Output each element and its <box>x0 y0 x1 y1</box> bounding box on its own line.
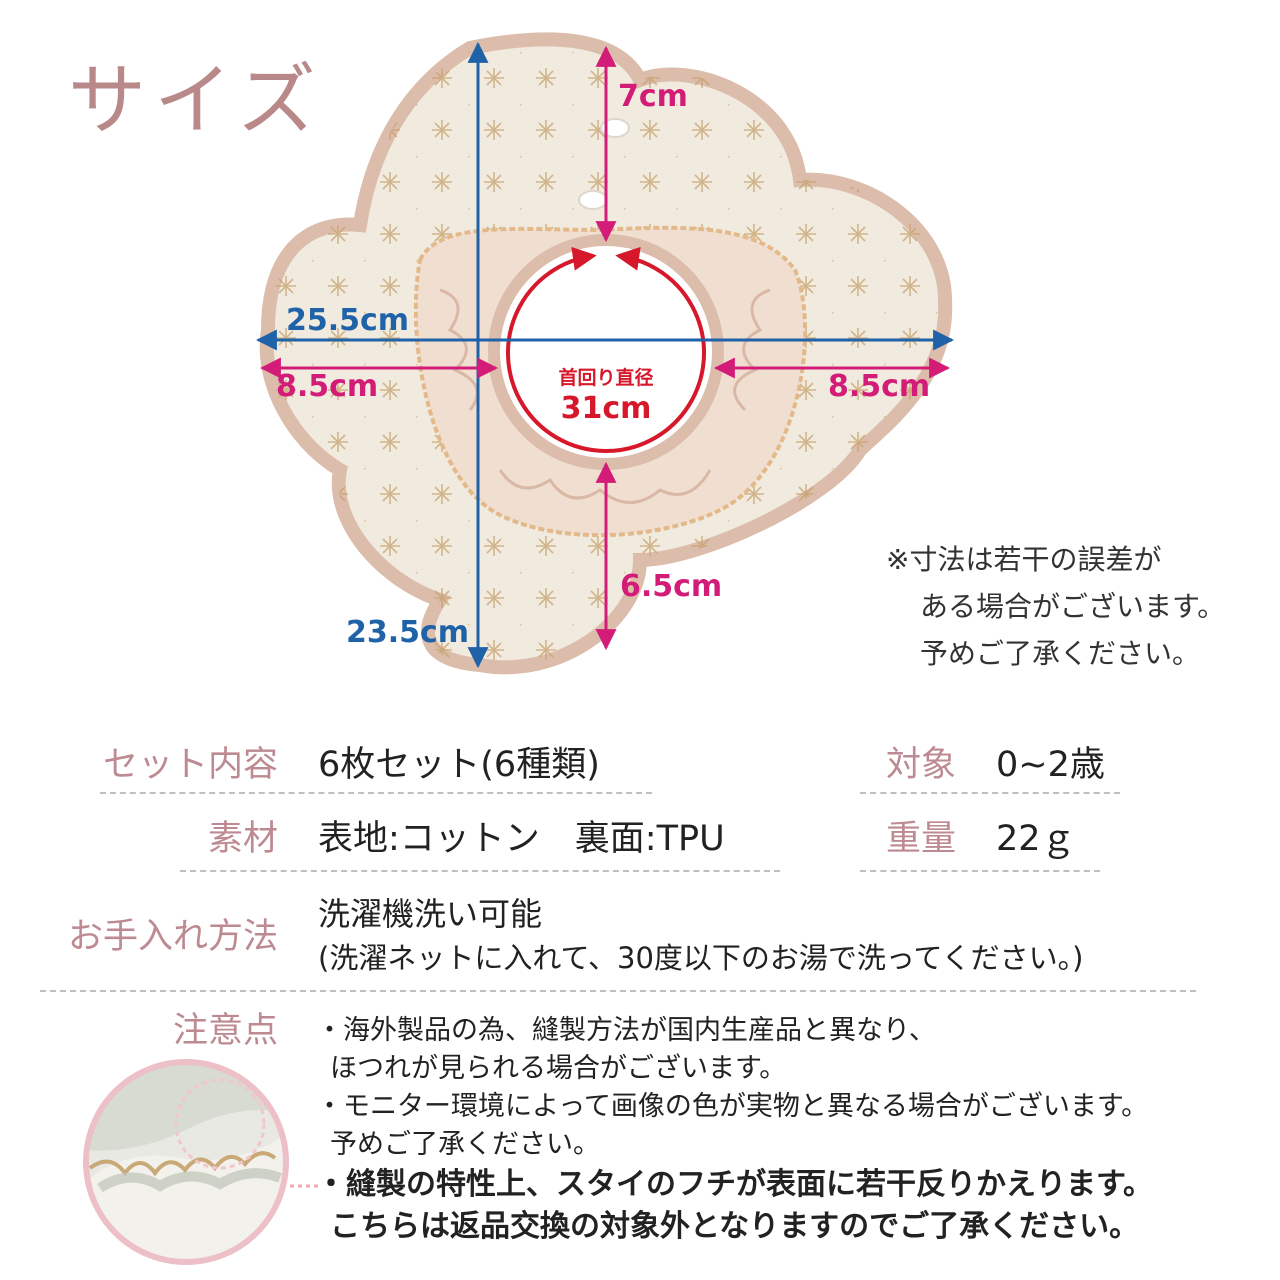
caution-item-3-line-2: こちらは返品交換の対象外となりますのでご了承ください。 <box>330 1209 1140 1244</box>
set-label: セット内容 <box>102 745 278 785</box>
divider <box>100 792 652 794</box>
tolerance-note: ※寸法は若干の誤差が ある場合がございます。 予めご了承ください。 <box>886 536 1225 677</box>
page-title: サイズ <box>68 56 324 146</box>
bottom-height-label: 6.5cm <box>620 569 723 604</box>
caution-item-1-line-1: ・海外製品の為、縫製方法が国内生産品と異なり、 <box>316 1015 936 1046</box>
note-line-1: ※寸法は若干の誤差が <box>886 543 1162 576</box>
target-label: 対象 <box>885 745 956 785</box>
left-edge-label: 8.5cm <box>276 369 379 404</box>
caution-item-1-line-2: ほつれが見られる場合がございます。 <box>330 1053 787 1084</box>
bib-diagram <box>255 32 955 675</box>
weight-value: 22ｇ <box>996 819 1076 859</box>
caution-item-3-line-1: ・縫製の特性上、スタイのフチが表面に若干反りかえります。 <box>316 1167 1153 1202</box>
caution-list: ・海外製品の為、縫製方法が国内生産品と異なり、 ほつれが見られる場合がございます… <box>316 1012 1153 1248</box>
top-height-label: 7cm <box>618 79 688 114</box>
note-line-2: ある場合がございます。 <box>920 590 1226 623</box>
ruffle-closeup-image <box>83 1059 320 1265</box>
note-line-3: 予めご了承ください。 <box>920 637 1201 670</box>
divider <box>860 792 1120 794</box>
neck-opening <box>488 234 724 470</box>
neck-arc <box>506 246 706 453</box>
material-label: 素材 <box>207 819 278 859</box>
neck-value: 31cm <box>560 391 652 426</box>
divider <box>40 990 1196 992</box>
total-height-label: 23.5cm <box>346 615 470 650</box>
neck-caption: 首回り直径 <box>558 367 654 389</box>
caution-item-2-line-1: ・モニター環境によって画像の色が実物と異なる場合がございます。 <box>316 1091 1149 1122</box>
care-label: お手入れ方法 <box>67 917 278 957</box>
weight-label: 重量 <box>885 819 956 859</box>
caution-label: 注意点 <box>172 1011 278 1051</box>
divider <box>180 870 780 872</box>
divider <box>860 870 1100 872</box>
care-value-main: 洗濯機洗い可能 <box>318 895 543 933</box>
material-value: 表地:コットン 裏面:TPU <box>318 819 725 859</box>
set-value: 6枚セット(6種類) <box>318 745 600 785</box>
snap-bottom <box>578 190 608 210</box>
caution-item-2-line-2: 予めご了承ください。 <box>330 1129 600 1160</box>
total-width-label: 25.5cm <box>286 303 410 338</box>
care-value-detail: (洗濯ネットに入れて、30度以下のお湯で洗ってください。) <box>318 941 1084 975</box>
right-edge-label: 8.5cm <box>828 369 931 404</box>
target-value: 0~2歳 <box>996 745 1105 785</box>
